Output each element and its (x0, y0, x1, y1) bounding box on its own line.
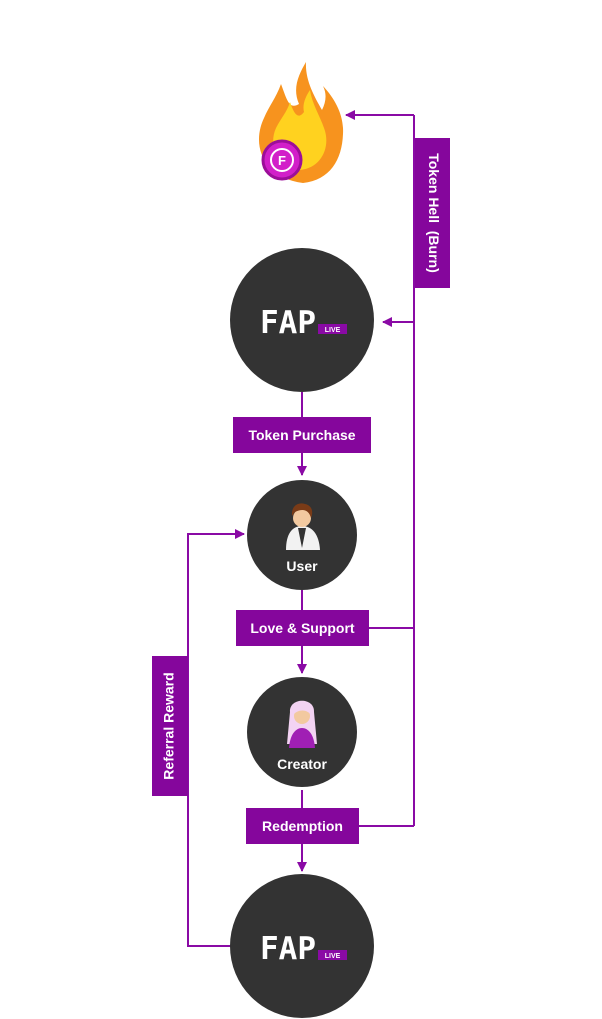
male-user-avatar-icon (286, 503, 320, 550)
referral-reward-line (187, 529, 245, 947)
referral-reward-label: Referral Reward (152, 656, 188, 796)
token-hell-text: Token Hell (Burn) (426, 153, 442, 273)
logo-sub-wordmark: LIVE (325, 327, 341, 334)
redemption-label: Redemption (246, 808, 359, 844)
svg-text:F: F (278, 153, 286, 168)
logo-wordmark: FAP (260, 305, 316, 341)
love-support-label: Love & Support (236, 610, 369, 646)
creator-node-label: Creator (277, 756, 327, 772)
burning-coin-icon: F (258, 62, 344, 183)
platform-node-top: FAP LIVE (230, 248, 374, 392)
user-node-label: User (286, 558, 318, 574)
female-creator-avatar-icon (287, 700, 317, 748)
platform-node-bottom: FAP LIVE (230, 874, 374, 1018)
creator-node: Creator (247, 677, 357, 787)
user-node: User (247, 480, 357, 590)
love-support-text: Love & Support (250, 620, 355, 636)
logo-sub-wordmark: LIVE (325, 953, 341, 960)
token-purchase-label: Token Purchase (233, 417, 371, 453)
fap-live-logo-icon: FAP LIVE (260, 931, 347, 967)
token-purchase-text: Token Purchase (248, 427, 355, 443)
referral-reward-text: Referral Reward (161, 672, 177, 779)
logo-wordmark: FAP (260, 931, 316, 967)
fap-live-logo-icon: FAP LIVE (260, 305, 347, 341)
token-hell-label: Token Hell (Burn) (415, 138, 450, 288)
redemption-text: Redemption (262, 818, 343, 834)
